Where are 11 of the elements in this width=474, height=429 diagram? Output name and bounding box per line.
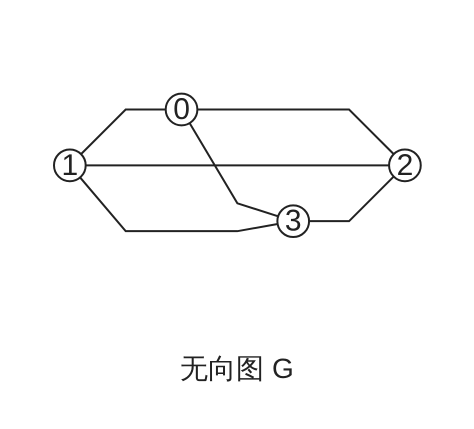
connector [197,108,394,154]
node-circle: 2 [388,148,422,182]
caption: 无向图 G [180,352,294,386]
node-circle: 0 [164,92,198,126]
node-circle: 1 [52,148,86,182]
connector [188,122,278,217]
node-circle: 3 [276,204,310,238]
connector [78,176,278,232]
connector [308,176,394,222]
connector [85,164,389,166]
connector [80,108,166,154]
